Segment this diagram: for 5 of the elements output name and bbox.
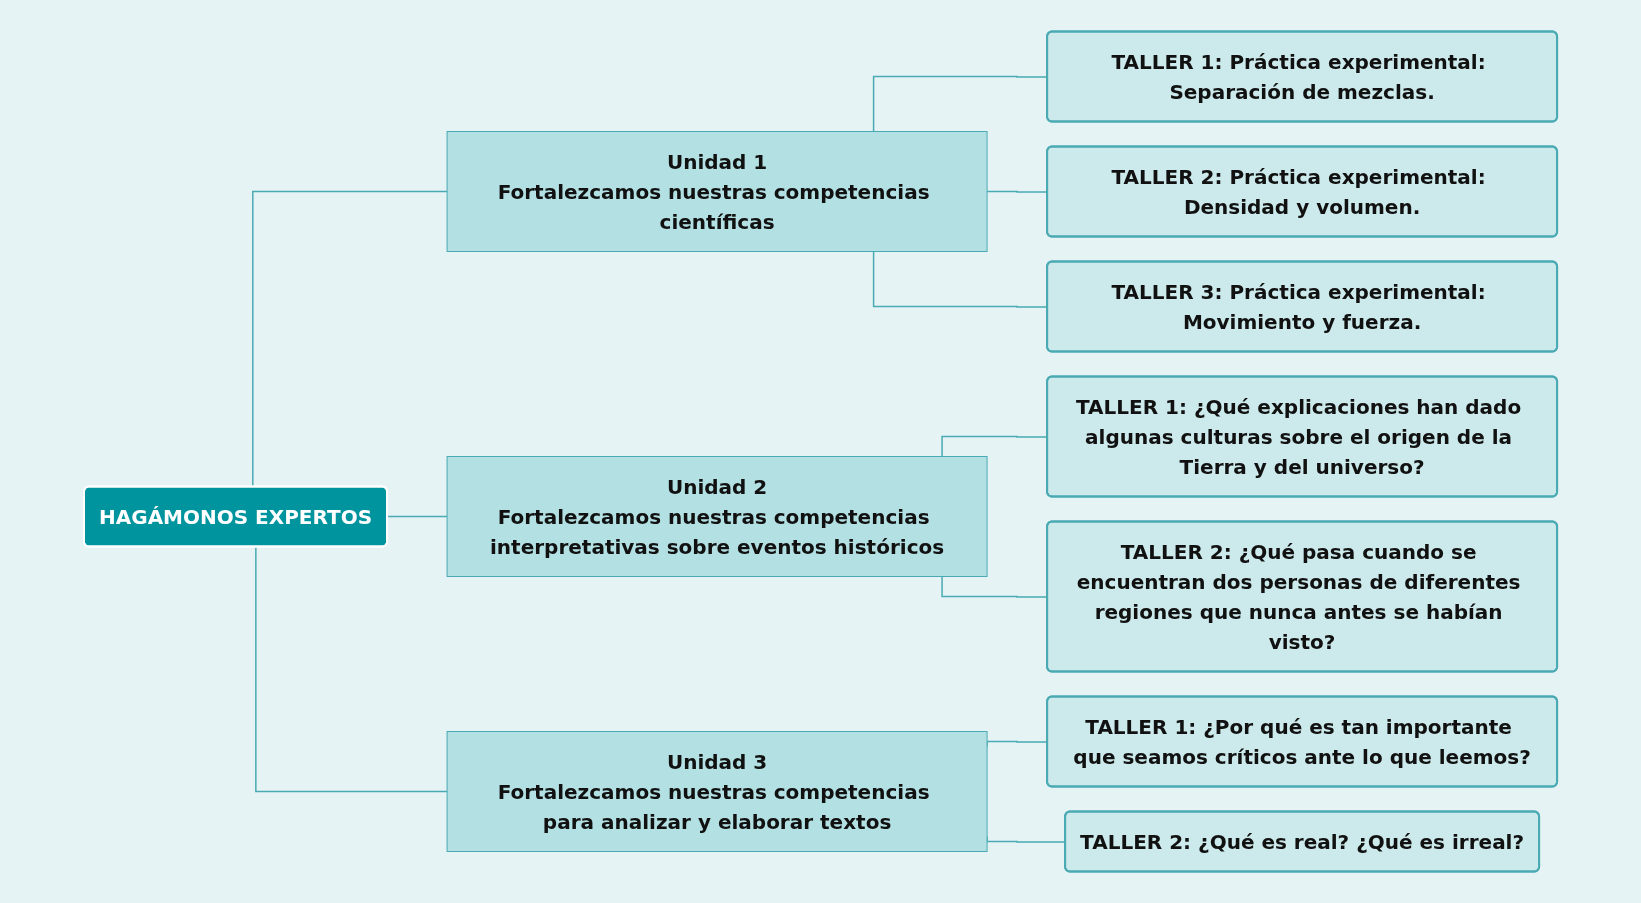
node-box: Unidad 1 Fortalezcamos nuestras competencias científicas — [446, 131, 988, 252]
node-box: Unidad 2 Fortalezcamos nuestras competencias interpretativas sobre eventos históricos — [446, 456, 988, 577]
connector — [252, 190, 448, 488]
node-box: Unidad 3 Fortalezcamos nuestras competencias para analizar y elaborar textos — [446, 731, 988, 852]
connector — [255, 546, 448, 793]
